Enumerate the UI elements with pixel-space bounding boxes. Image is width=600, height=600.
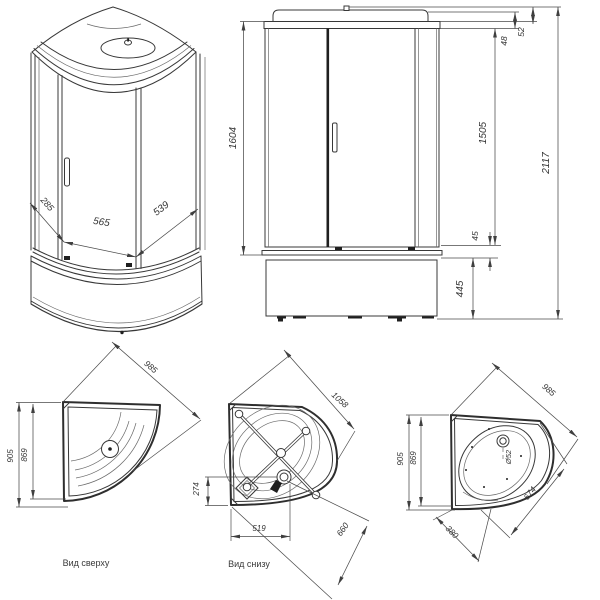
dim-1058: 1058 <box>330 390 351 410</box>
door-guide <box>126 263 132 267</box>
dim-48: 48 <box>499 36 509 46</box>
tray-top-dimensions: 905 869 985 <box>6 341 202 508</box>
frame-joint <box>234 409 244 419</box>
base-panel <box>265 259 438 317</box>
dim-52: 52 <box>516 27 526 37</box>
dim-905: 905 <box>396 452 405 466</box>
dim-2117: 2117 <box>541 152 552 175</box>
front-dimensions: 1604 52 48 1505 45 445 2117 <box>228 6 563 320</box>
dim-445: 445 <box>455 280 466 297</box>
caption-bottom-view: Вид снизу <box>228 559 270 569</box>
perspective-dimensions: 285 565 539 <box>29 194 199 258</box>
frame-center-joint <box>276 448 286 458</box>
drain <box>101 440 119 458</box>
caption-top-view: Вид сверху <box>63 558 110 568</box>
roof-shell <box>31 6 197 93</box>
support-frame <box>234 409 321 500</box>
base-apron <box>30 255 203 335</box>
dim-565: 565 <box>92 216 111 230</box>
tray-deep-view: Ø52 905 869 985 674 <box>396 362 579 563</box>
sliding-doors <box>32 74 200 275</box>
jet-marks <box>465 428 522 488</box>
dim-869: 869 <box>20 448 29 462</box>
dim-45: 45 <box>470 231 480 241</box>
frame-joint <box>242 482 252 492</box>
dim-869: 869 <box>409 451 418 465</box>
dim-519: 519 <box>252 524 266 533</box>
door-guide <box>64 256 70 260</box>
tray-rim-and-base <box>261 250 443 322</box>
base-foot <box>278 318 283 322</box>
base-foot <box>120 330 124 335</box>
dim-285: 285 <box>38 194 57 213</box>
tray-deep-dimensions: 905 869 985 674 380 <box>396 362 579 563</box>
tray-outline <box>450 414 555 511</box>
glass-panels <box>264 28 440 251</box>
basin <box>458 425 536 501</box>
dim-1505: 1505 <box>478 121 489 144</box>
dim-985: 985 <box>142 358 159 375</box>
dim-380: 380 <box>444 523 461 540</box>
tray-top-view: 905 869 985 Вид сверху <box>6 341 202 568</box>
tray-outline <box>62 401 161 502</box>
front-view: 1604 52 48 1505 45 445 2117 <box>228 5 563 322</box>
drain: Ø52 <box>496 434 513 465</box>
top-frame-band <box>263 21 441 29</box>
frame-joint <box>301 426 311 436</box>
dim-660: 660 <box>334 520 350 538</box>
base-foot <box>397 318 402 322</box>
perspective-view: 285 565 539 <box>29 6 206 335</box>
dim-539: 539 <box>151 199 171 218</box>
door-handle <box>64 157 70 187</box>
tray-bottom-view: 1058 274 519 660 Вид снизу <box>192 349 370 600</box>
roof-cap <box>272 5 429 22</box>
dim-905: 905 <box>6 449 15 463</box>
dim-985: 985 <box>540 381 557 398</box>
side-panels <box>30 51 206 251</box>
roof-dome <box>100 37 156 59</box>
dim-274: 274 <box>192 482 201 497</box>
dim-1604: 1604 <box>228 126 239 149</box>
dim-drain-diameter: Ø52 <box>504 449 513 465</box>
door-handle <box>332 122 338 153</box>
door-stile <box>326 28 330 247</box>
tray-inner-rim <box>67 406 158 497</box>
foot-bracket <box>235 476 259 500</box>
roof-knob <box>343 5 350 11</box>
door-guide <box>335 247 342 251</box>
door-guide <box>408 247 415 251</box>
